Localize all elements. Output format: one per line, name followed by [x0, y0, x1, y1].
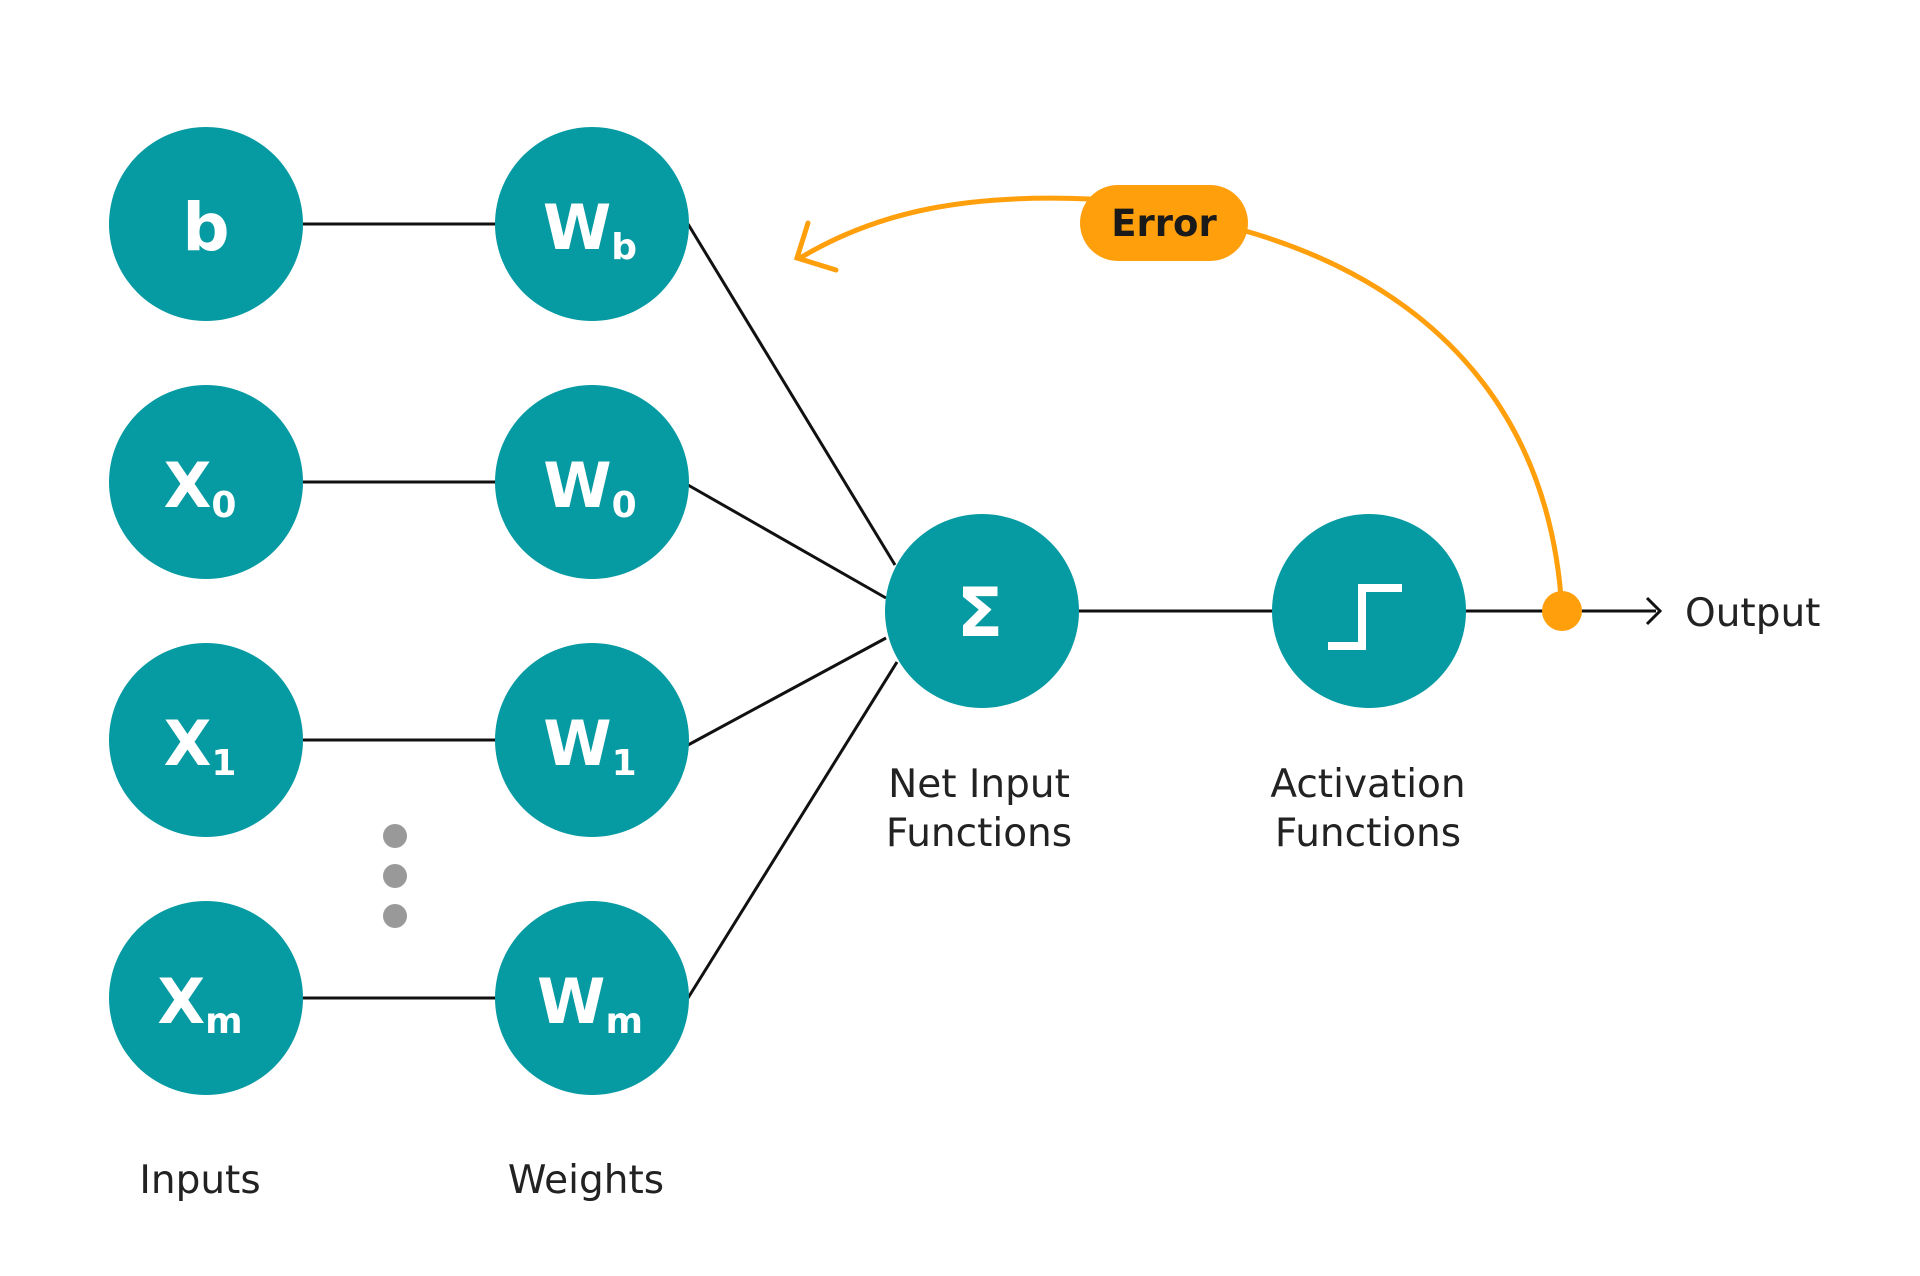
svg-text:b: b — [182, 189, 229, 266]
ellipsis-dot — [383, 904, 407, 928]
weight-node-w0-sub: 0 — [612, 485, 637, 526]
error-pill — [1080, 185, 1248, 261]
inputs-caption: Inputs — [139, 1158, 260, 1203]
weight-node-wm-sub: m — [605, 1001, 643, 1042]
connections — [303, 222, 1663, 1000]
activation-caption-line1: Activation — [1270, 762, 1465, 807]
error-arrowhead — [793, 220, 839, 273]
line-w1-sum — [687, 636, 887, 747]
ellipsis-dot — [383, 864, 407, 888]
weight-nodes: Wb W0 W1 Wm — [495, 127, 689, 1095]
input-node-x0-main: X — [164, 449, 212, 522]
ellipsis-dot — [383, 824, 407, 848]
error-curve-right — [1239, 227, 1565, 614]
captions: Net Input Functions Activation Functions… — [139, 591, 1820, 1203]
line-w0-sum — [687, 483, 887, 600]
input-node-xm: Xm — [109, 901, 303, 1095]
input-node-b-main: b — [182, 189, 229, 266]
svg-text:X1: X1 — [164, 707, 237, 784]
line-wm-sum — [686, 661, 899, 999]
svg-text:W0: W0 — [543, 449, 636, 526]
weight-node-wm-main: W — [537, 965, 605, 1038]
input-nodes: b X0 X1 Xm — [109, 127, 303, 1095]
step-function-icon — [1328, 584, 1402, 650]
weight-node-w1-main: W — [543, 707, 611, 780]
svg-text:Wb: Wb — [543, 191, 637, 268]
input-node-xm-sub: m — [205, 1001, 243, 1042]
weight-node-wb-main: W — [543, 191, 611, 264]
ellipsis-dots — [383, 824, 407, 928]
error-curve-left — [797, 195, 1093, 261]
weights-caption: Weights — [508, 1158, 664, 1203]
weight-node-w1: W1 — [495, 643, 689, 837]
activation-node — [1272, 514, 1466, 708]
svg-text:Wm: Wm — [537, 965, 643, 1042]
activation-caption-line2: Functions — [1275, 811, 1461, 856]
input-node-xm-main: X — [157, 965, 205, 1038]
line-wb-sum — [686, 223, 897, 566]
weight-node-w0: W0 — [495, 385, 689, 579]
error-label: Error — [1111, 202, 1217, 245]
input-node-x0-sub: 0 — [211, 485, 236, 526]
weight-node-w0-main: W — [543, 449, 611, 522]
output-label: Output — [1685, 591, 1820, 636]
weight-node-wb-sub: b — [611, 227, 637, 268]
net-input-caption-line1: Net Input — [888, 762, 1070, 807]
input-node-x1-main: X — [164, 707, 212, 780]
input-node-x0: X0 — [109, 385, 303, 579]
svg-text:X0: X0 — [164, 449, 237, 526]
net-input-node: Σ — [885, 514, 1079, 708]
svg-text:Xm: Xm — [157, 965, 242, 1042]
input-node-x1-sub: 1 — [211, 743, 236, 784]
weight-node-wm: Wm — [495, 901, 689, 1095]
sum-symbol: Σ — [957, 574, 1003, 653]
weight-node-wb: Wb — [495, 127, 689, 321]
output-arrowhead — [1645, 596, 1663, 626]
error-feedback — [793, 195, 1565, 614]
error-badge: Error — [1080, 185, 1248, 261]
output-junction-dot — [1542, 591, 1582, 631]
input-node-b: b — [109, 127, 303, 321]
input-node-x1: X1 — [109, 643, 303, 837]
net-input-caption-line2: Functions — [886, 811, 1072, 856]
weight-node-w1-sub: 1 — [612, 743, 637, 784]
svg-text:W1: W1 — [543, 707, 636, 784]
